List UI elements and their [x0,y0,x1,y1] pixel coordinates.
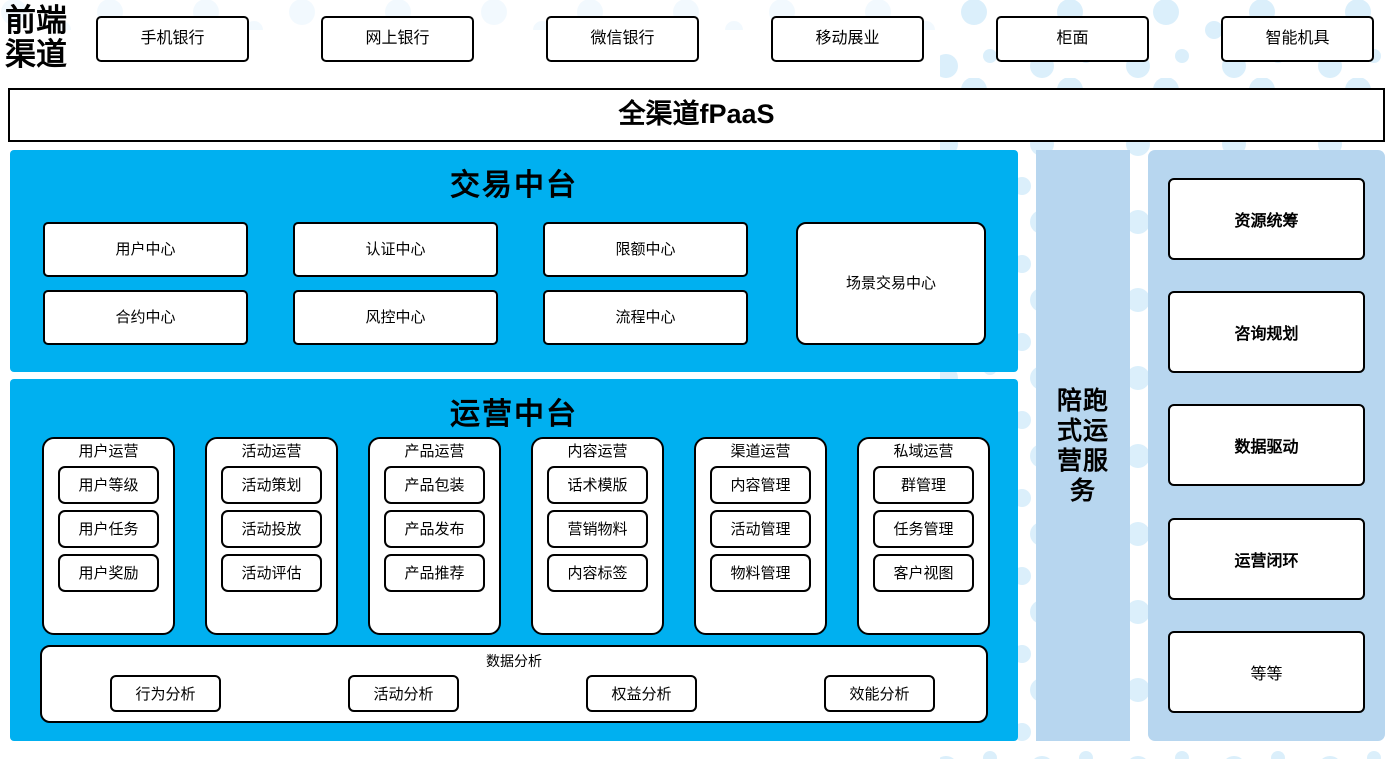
data-analysis-item-benefits[interactable]: 权益分析 [586,675,697,712]
service-item-label: 资源统筹 [1234,212,1299,230]
service-item-label: 数据驱动 [1234,439,1299,457]
service-item-data-driven[interactable]: 数据驱动 [1168,404,1365,487]
data-analysis-container: 数据分析 行为分析 活动分析 权益分析 效能分析 [40,645,988,723]
front-channel-row: 前端渠道 手机银行 网上银行 微信银行 移动展业 柜面 智能机具 [0,0,1393,80]
service-item-etc[interactable]: 等等 [1168,631,1365,714]
data-analysis-item-label: 行为分析 [135,686,196,703]
ops-item[interactable]: 活动评估 [221,553,322,592]
ops-column-title: 渠道运营 [730,443,791,460]
ops-column-title: 用户运营 [78,443,139,460]
channel-label: 微信银行 [590,29,655,47]
channel-label: 智能机具 [1265,29,1330,47]
data-analysis-item-performance[interactable]: 效能分析 [824,675,935,712]
ops-column-channel-operations[interactable]: 渠道运营 内容管理 活动管理 物料管理 [694,437,827,635]
front-channel-label: 前端渠道 [4,2,90,74]
ops-item[interactable]: 产品包装 [384,465,485,504]
data-analysis-item-behavior[interactable]: 行为分析 [110,675,221,712]
trade-box-label: 场景交易中心 [845,274,936,292]
channel-box-mobile-field[interactable]: 移动展业 [771,16,924,62]
ops-item[interactable]: 任务管理 [873,509,974,548]
service-item-consulting-planning[interactable]: 咨询规划 [1168,291,1365,374]
trade-box-label: 流程中心 [615,308,676,326]
data-analysis-item-label: 活动分析 [373,686,434,703]
ops-column-title: 活动运营 [241,443,302,460]
trade-box-label: 风控中心 [365,308,426,326]
ops-item[interactable]: 用户奖励 [58,553,159,592]
channel-label: 手机银行 [140,29,205,47]
trade-box-scenario-transaction-center[interactable]: 场景交易中心 [796,222,986,345]
ops-column-private-domain-operations[interactable]: 私域运营 群管理 任务管理 客户视图 [857,437,990,635]
ops-column-title: 内容运营 [567,443,628,460]
ops-column-product-operations[interactable]: 产品运营 产品包装 产品发布 产品推荐 [368,437,501,635]
data-analysis-item-label: 效能分析 [849,686,910,703]
channel-label: 移动展业 [815,29,880,47]
channel-box-wechat-bank[interactable]: 微信银行 [546,16,699,62]
ops-platform-title: 运营中台 [450,398,578,431]
ops-column-title: 私域运营 [893,443,954,460]
ops-item[interactable]: 活动投放 [221,509,322,548]
ops-column-content-operations[interactable]: 内容运营 话术模版 营销物料 内容标签 [531,437,664,635]
ops-item[interactable]: 客户视图 [873,553,974,592]
trade-box-label: 用户中心 [115,240,176,258]
omnichannel-fpaas-bar[interactable]: 全渠道fPaaS [8,88,1385,142]
trade-middle-platform-panel: 交易中台 用户中心 认证中心 限额中心 合约中心 风控中心 流程中心 场景交易中… [10,150,1018,372]
trade-box-risk-center[interactable]: 风控中心 [293,290,498,345]
service-item-label: 等等 [1250,666,1283,684]
ops-item[interactable]: 营销物料 [547,509,648,548]
ops-column-campaign-operations[interactable]: 活动运营 活动策划 活动投放 活动评估 [205,437,338,635]
channel-box-smart-machine[interactable]: 智能机具 [1221,16,1374,62]
data-analysis-title: 数据分析 [486,653,542,669]
trade-box-auth-center[interactable]: 认证中心 [293,222,498,277]
service-item-operation-closed-loop[interactable]: 运营闭环 [1168,517,1365,600]
ops-item[interactable]: 内容标签 [547,553,648,592]
service-item-label: 运营闭环 [1234,552,1299,570]
trade-box-user-center[interactable]: 用户中心 [43,222,248,277]
ops-column-user-operations[interactable]: 用户运营 用户等级 用户任务 用户奖励 [42,437,175,635]
ops-item[interactable]: 用户等级 [58,465,159,504]
ops-item[interactable]: 用户任务 [58,509,159,548]
service-column-label: 陪跑式运营服务 [1056,386,1109,505]
ops-item[interactable]: 产品推荐 [384,553,485,592]
channel-box-mobile-bank[interactable]: 手机银行 [96,16,249,62]
ops-column-title: 产品运营 [404,443,465,460]
ops-item[interactable]: 活动策划 [221,465,322,504]
service-item-resource-coordination[interactable]: 资源统筹 [1168,177,1365,260]
ops-item[interactable]: 活动管理 [710,509,811,548]
channel-box-online-bank[interactable]: 网上银行 [321,16,474,62]
trade-box-process-center[interactable]: 流程中心 [543,290,748,345]
channel-label: 柜面 [1056,29,1089,47]
trade-box-contract-center[interactable]: 合约中心 [43,290,248,345]
ops-item[interactable]: 内容管理 [710,465,811,504]
ops-item[interactable]: 群管理 [873,465,974,504]
ops-item[interactable]: 话术模版 [547,465,648,504]
trade-platform-title: 交易中台 [450,169,578,202]
service-item-label: 咨询规划 [1234,326,1299,344]
trade-box-label: 认证中心 [365,240,426,258]
data-analysis-item-campaign[interactable]: 活动分析 [348,675,459,712]
ops-item[interactable]: 产品发布 [384,509,485,548]
service-capability-panel: 资源统筹 咨询规划 数据驱动 运营闭环 等等 [1148,150,1385,741]
trade-box-label: 限额中心 [615,240,676,258]
trade-box-label: 合约中心 [115,308,176,326]
channel-box-counter[interactable]: 柜面 [996,16,1149,62]
channel-label: 网上银行 [365,29,430,47]
fpaas-label: 全渠道fPaaS [618,99,775,130]
ops-item[interactable]: 物料管理 [710,553,811,592]
accompanying-operation-service-column: 陪跑式运营服务 [1036,150,1130,741]
front-channel-label-text: 前端渠道 [5,3,67,72]
data-analysis-item-label: 权益分析 [611,686,672,703]
trade-box-limit-center[interactable]: 限额中心 [543,222,748,277]
